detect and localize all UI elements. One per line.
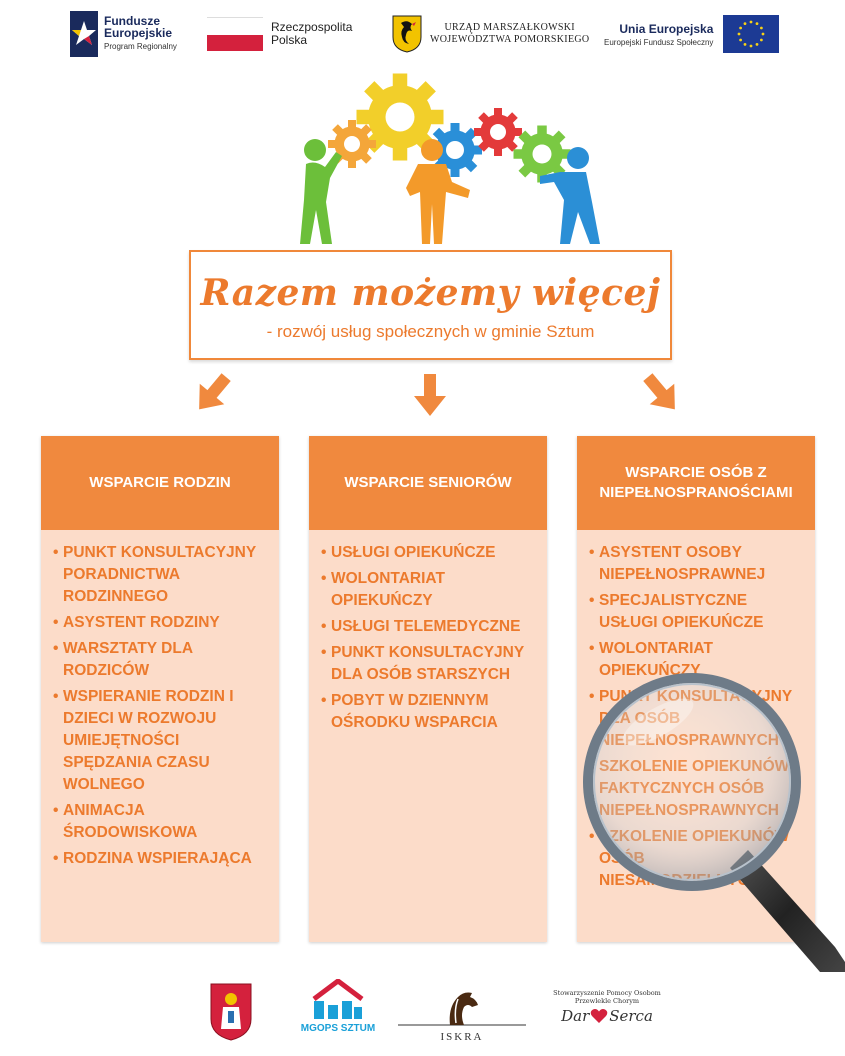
gears-people-illustration [300, 73, 600, 244]
dar-serca-logo: Stowarzyszenie Pomocy Osobom Przewlekle … [548, 989, 666, 1025]
sztum-crest-icon [210, 983, 252, 1041]
griffin-crest-icon [392, 15, 422, 53]
um-line1: URZĄD MARSZAŁKOWSKI [444, 22, 575, 33]
list-item: WOLONTARIAT OPIEKUŃCZY [321, 568, 537, 612]
heart-icon [590, 1009, 608, 1023]
list-item: WOLONTARIAT OPIEKUŃCZY [589, 638, 805, 682]
fe-line1: Fundusze [104, 14, 160, 28]
sztum-crest-logo [210, 983, 252, 1041]
list-item: ASYSTENT RODZINY [53, 612, 269, 634]
bottom-logo-bar: MGOPS SZTUM ISKRA Stowarzyszenie Pomocy … [0, 975, 845, 1050]
horse-head-icon [398, 992, 526, 1026]
arrow-down-icon [414, 374, 446, 416]
list-item: RODZINA WSPIERAJĄCA [53, 848, 269, 870]
polish-flag-icon [207, 17, 263, 51]
list-item: SZKOLENIE OPIEKUNÓW OSÓB NIESAMODZIELNYC… [589, 826, 805, 892]
page-subtitle: - rozwój usług społecznych w gminie Sztu… [266, 322, 595, 341]
iskra-logo: ISKRA [398, 989, 526, 1043]
dar-small-line1: Stowarzyszenie Pomocy Osobom [553, 989, 661, 997]
list-item: PUNKT KONSULTACYJNY DLA OSÓB NIEPEŁNOSPR… [589, 686, 805, 752]
list-item: WARSZTATY DLA RODZICÓW [53, 638, 269, 682]
green-figure [300, 139, 342, 244]
column-senior-support: WSPARCIE SENIORÓW USŁUGI OPIEKUŃCZE WOLO… [309, 436, 547, 942]
page-title: Razem możemy więcej [200, 272, 661, 314]
column-heading: WSPARCIE RODZIN [41, 436, 279, 530]
column-list: PUNKT KONSULTACYJNY PORADNICTWA RODZINNE… [41, 530, 279, 870]
rp-line2: Polska [271, 33, 308, 47]
column-heading: WSPARCIE SENIORÓW [309, 436, 547, 530]
column-family-support: WSPARCIE RODZIN PUNKT KONSULTACYJNY PORA… [41, 436, 279, 942]
list-item: PUNKT KONSULTACYJNY DLA OSÓB STARSZYCH [321, 642, 537, 686]
rp-line1: Rzeczpospolita [271, 20, 353, 34]
house-people-icon [312, 979, 364, 1019]
ue-line1: Unia Europejska [619, 21, 714, 36]
unia-europejska-logo: Unia Europejska Europejski Fundusz Społe… [604, 10, 794, 58]
list-item: ANIMACJA ŚRODOWISKOWA [53, 800, 269, 844]
arrow-down-right-icon [643, 373, 675, 410]
list-item: PUNKT KONSULTACYJNY PORADNICTWA RODZINNE… [53, 542, 269, 608]
eu-flag-icon [723, 15, 780, 53]
list-item: POBYT W DZIENNYM OŚRODKU WSPARCIA [321, 690, 537, 734]
rzeczpospolita-polska-logo: Rzeczpospolita Polska [207, 10, 367, 58]
column-list: USŁUGI OPIEKUŃCZE WOLONTARIAT OPIEKUŃCZY… [309, 530, 547, 734]
fe-line3: Program Regionalny [104, 42, 177, 51]
mgops-sztum-logo: MGOPS SZTUM [286, 979, 390, 1034]
dar-small-line2: Przewlekle Chorym [574, 997, 640, 1005]
column-list: ASYSTENT OSOBY NIEPEŁNOSPRAWNEJ SPECJALI… [577, 530, 815, 892]
list-item: WSPIERANIE RODZIN I DZIECI W ROZWOJU UMI… [53, 686, 269, 796]
orange-figure [406, 139, 470, 244]
column-disability-support: WSPARCIE OSÓB Z NIEPEŁNOSPRANOŚCIAMI ASY… [577, 436, 815, 942]
column-heading: WSPARCIE OSÓB Z NIEPEŁNOSPRANOŚCIAMI [577, 436, 815, 530]
mgops-label: MGOPS SZTUM [300, 1023, 376, 1034]
dar-word1: Dar [561, 1007, 590, 1025]
urzad-marszalkowski-logo: URZĄD MARSZAŁKOWSKI WOJEWÓDZTWA POMORSKI… [392, 10, 602, 58]
list-item: USŁUGI TELEMEDYCZNE [321, 616, 537, 638]
red-gear [474, 108, 522, 156]
ue-line2: Europejski Fundusz Społeczny [604, 37, 714, 47]
list-item: SZKOLENIE OPIEKUNÓW FAKTYCZNYCH OSÓB NIE… [589, 756, 805, 822]
iskra-label: ISKRA [440, 1031, 484, 1043]
fe-line2: Europejskie [104, 26, 173, 40]
fundusze-europejskie-logo: Fundusze Europejskie Program Regionalny [70, 10, 200, 58]
list-item: ASYSTENT OSOBY NIEPEŁNOSPRAWNEJ [589, 542, 805, 586]
top-logo-bar: Fundusze Europejskie Program Regionalny … [0, 0, 845, 70]
um-line2: WOJEWÓDZTWA POMORSKIEGO [430, 34, 590, 45]
dar-word2: Serca [609, 1007, 653, 1025]
title-box: Razem możemy więcej - rozwój usług społe… [189, 250, 672, 360]
list-item: USŁUGI OPIEKUŃCZE [321, 542, 537, 564]
list-item: SPECJALISTYCZNE USŁUGI OPIEKUŃCZE [589, 590, 805, 634]
fe-star-icon [70, 11, 98, 57]
arrow-down-left-icon [199, 373, 231, 410]
blue-figure [540, 147, 600, 244]
